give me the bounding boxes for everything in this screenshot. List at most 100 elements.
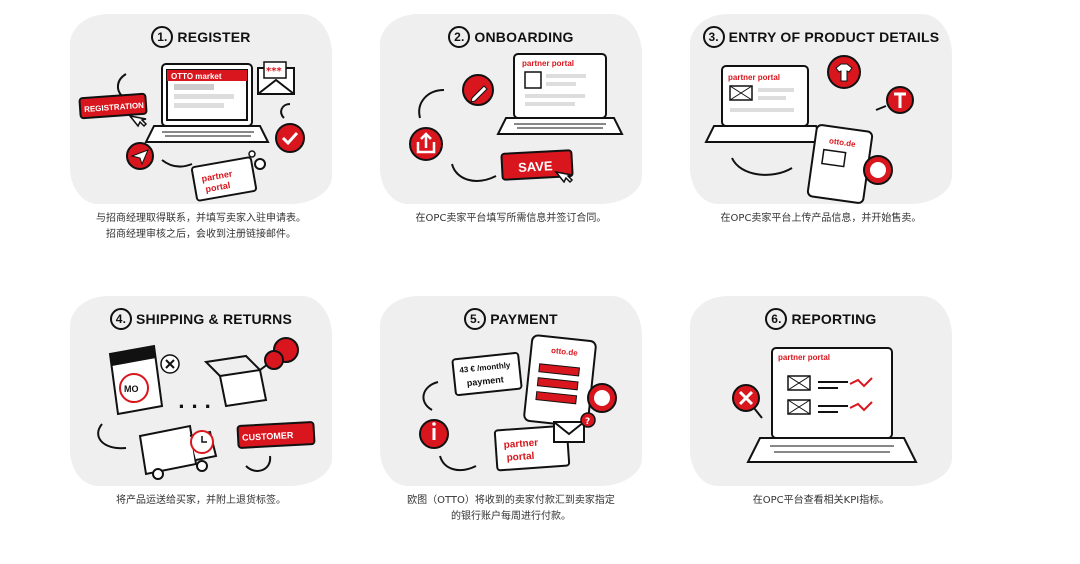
caption-line: 在OPC平台查看相关KPI指标。 [752, 495, 890, 506]
step-title: 1.REGISTER [70, 26, 332, 48]
step-number: 1. [151, 26, 174, 48]
tablet-icon: otto.de [523, 334, 597, 428]
arrow-icon [280, 103, 291, 119]
svg-text:CUSTOMER: CUSTOMER [242, 430, 294, 443]
arrow-icon [116, 73, 127, 97]
step-number: 6. [765, 308, 788, 330]
chart-icon [818, 377, 873, 413]
step-number: 3. [702, 26, 725, 48]
laptop-icon [496, 53, 624, 135]
laptop-icon [704, 65, 826, 143]
step-card-onboarding: partner portal SAVE 2.ONBOARDING 在OPC卖家平… [380, 14, 642, 236]
pin-icon [732, 384, 763, 419]
svg-text:?: ? [585, 417, 590, 427]
payment-illustration: 43 € /monthly payment otto.de [419, 334, 617, 472]
arrow-icon [451, 163, 497, 182]
svg-text:portal: portal [506, 451, 535, 464]
step-number: 2. [448, 26, 471, 48]
registration-button: REGISTRATION [78, 92, 148, 120]
step-caption: 在OPC卖家平台上传产品信息，并开始售卖。 [670, 211, 972, 227]
step-caption: 在OPC平台查看相关KPI指标。 [670, 493, 972, 509]
customer-button: CUSTOMER [236, 421, 316, 449]
calendar-icon: MO [108, 344, 164, 416]
onboarding-illustration: partner portal SAVE [409, 53, 624, 184]
pin-icon [160, 354, 180, 374]
step-title-text: ONBOARDING [474, 29, 574, 45]
step-number: 4. [109, 308, 132, 330]
svg-text:portal: portal [205, 180, 231, 194]
caption-line: 欧图（OTTO）将收到的卖家付款汇到卖家指定 [407, 495, 615, 506]
screen-label: partner portal [728, 73, 780, 82]
reporting-illustration: partner portal [732, 347, 918, 463]
text-icon [886, 86, 914, 114]
cursor-icon [128, 114, 148, 128]
svg-text:payment: payment [466, 374, 504, 388]
save-button: SAVE [500, 149, 574, 181]
svg-text:partner: partner [503, 438, 538, 451]
screen-label: OTTO market [171, 72, 222, 81]
image-icon [863, 155, 893, 185]
screen-header [519, 58, 601, 68]
screen-header [167, 70, 247, 81]
info-icon [419, 419, 449, 449]
svg-text:otto.de: otto.de [829, 136, 857, 149]
step-card-reporting: partner portal 6.REPORTING 在OPC平台查看相关KPI… [690, 296, 952, 518]
svg-text:MO: MO [124, 384, 139, 394]
step-caption: 欧图（OTTO）将收到的卖家付款汇到卖家指定 的银行账户每周进行付款。 [360, 493, 662, 525]
step-caption: 将产品运送给买家，并附上退货标签。 [50, 493, 352, 509]
ellipsis: . . . [178, 392, 211, 413]
gear-icon [248, 150, 266, 170]
step-title-text: REPORTING [791, 311, 877, 327]
arrow-icon [97, 423, 127, 450]
step-title: 6.REPORTING [690, 308, 952, 330]
notification-badge: ? [580, 412, 596, 428]
register-illustration: OTTO market REGISTRATION *** [78, 61, 305, 202]
screen-label: partner portal [522, 59, 574, 68]
partner-portal-card: partner portal [493, 424, 571, 472]
arrow-icon [161, 159, 193, 168]
clock-icon [190, 430, 214, 454]
image-icon [587, 383, 617, 413]
partner-portal-card: partner portal [190, 156, 258, 202]
step-title: 2.ONBOARDING [380, 26, 642, 48]
step-title: 3.ENTRY OF PRODUCT DETAILS [690, 26, 952, 48]
screen-label: partner portal [778, 353, 830, 362]
caption-line: 在OPC卖家平台上传产品信息，并开始售卖。 [720, 213, 922, 224]
caption-line: 将产品运送给买家，并附上退货标签。 [116, 495, 286, 506]
step-panel: partner portal otto.de [690, 14, 952, 204]
check-icon [275, 123, 305, 153]
step-title-text: ENTRY OF PRODUCT DETAILS [728, 29, 940, 45]
payment-tag: 43 € /monthly payment [451, 351, 523, 397]
step-title-text: REGISTER [177, 29, 251, 45]
upload-icon [409, 127, 443, 161]
cursor-icon [554, 170, 574, 184]
svg-text:***: *** [266, 66, 282, 77]
laptop-icon [746, 347, 918, 463]
caption-line: 在OPC卖家平台填写所需信息并签订合同。 [415, 213, 607, 224]
step-panel: partner portal SAVE [380, 14, 642, 204]
svg-text:REGISTRATION: REGISTRATION [84, 101, 145, 114]
step-title-text: SHIPPING & RETURNS [135, 311, 293, 327]
step-panel: OTTO market REGISTRATION *** [70, 14, 332, 204]
step-card-payment: 43 € /monthly payment otto.de [380, 296, 642, 522]
caption-line: 与招商经理取得联系，并填写卖家入驻申请表。 [96, 213, 306, 224]
arrow-icon [422, 381, 439, 411]
caption-line: 的银行账户每周进行付款。 [451, 511, 571, 522]
caption-line: 招商经理审核之后，会收到注册链接邮件。 [106, 229, 296, 240]
arrow-icon [245, 455, 272, 472]
product-details-illustration: partner portal otto.de [704, 55, 914, 204]
mail-icon: *** [257, 61, 295, 95]
step-title: 5.PAYMENT [380, 308, 642, 330]
svg-text:otto.de: otto.de [551, 346, 579, 358]
svg-text:SAVE: SAVE [518, 158, 554, 175]
step-panel: 43 € /monthly payment otto.de [380, 296, 642, 486]
arrow-icon [731, 157, 793, 176]
step-card-shipping-returns: MO . . . [70, 296, 332, 518]
step-card-register: OTTO market REGISTRATION *** [70, 14, 332, 240]
step-panel: partner portal [690, 296, 952, 486]
step-title: 4.SHIPPING & RETURNS [70, 308, 332, 330]
mail-icon [553, 421, 585, 443]
tablet-icon: otto.de [806, 124, 874, 204]
step-card-entry-of-product-details: partner portal otto.de 3.ENTRY OF P [690, 14, 952, 236]
step-caption: 与招商经理取得联系，并填写卖家入驻申请表。 招商经理审核之后，会收到注册链接邮件… [50, 211, 352, 243]
